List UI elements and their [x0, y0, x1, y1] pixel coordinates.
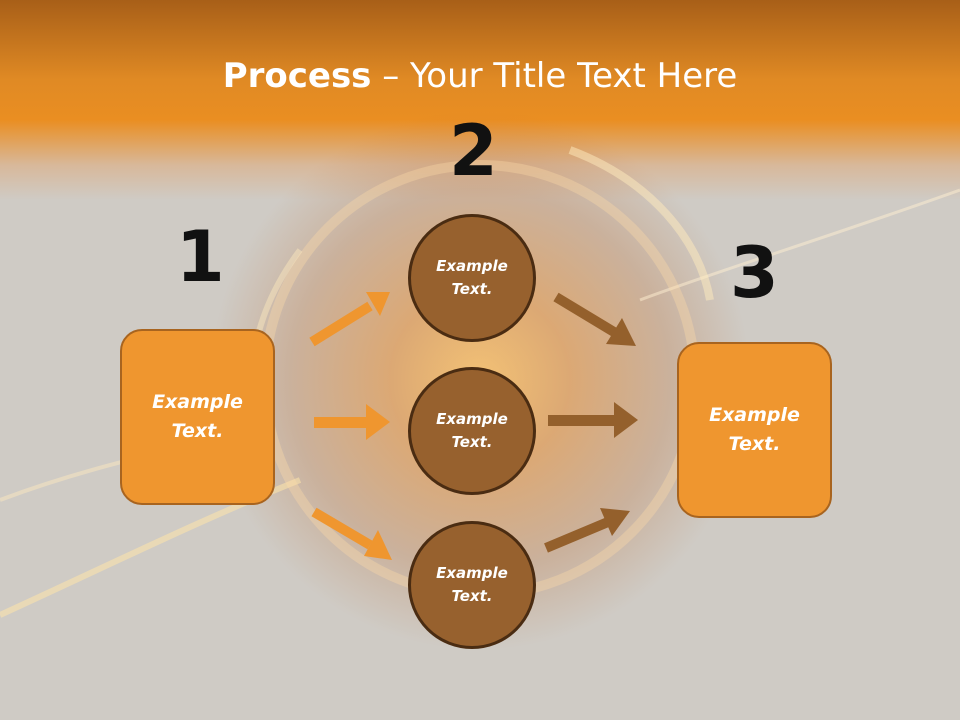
right-box: Example Text.	[677, 342, 832, 518]
arrow-left-to-middle	[314, 404, 390, 440]
circle-top-text: Example Text.	[436, 257, 508, 298]
circle-middle: Example Text.	[408, 367, 536, 495]
arrow-middle-to-right	[548, 402, 638, 438]
title-rest: – Your Title Text Here	[371, 56, 738, 96]
arrow-bottom-to-right	[544, 508, 630, 553]
step-number-1: 1	[176, 216, 225, 298]
step-number-3: 3	[730, 232, 779, 314]
circle-middle-text: Example Text.	[436, 410, 508, 451]
slide-title: Process – Your Title Text Here	[0, 54, 960, 98]
arrow-left-to-bottom	[311, 507, 392, 560]
arrow-left-to-top	[309, 292, 390, 347]
title-bold: Process	[222, 56, 372, 96]
left-box: Example Text.	[120, 329, 275, 505]
step-number-2: 2	[449, 110, 498, 192]
circle-bottom: Example Text.	[408, 521, 536, 649]
arrow-top-to-right	[553, 292, 636, 346]
left-box-text: Example Text.	[152, 391, 243, 442]
circle-bottom-text: Example Text.	[436, 564, 508, 605]
circle-top: Example Text.	[408, 214, 536, 342]
right-box-text: Example Text.	[709, 404, 800, 455]
